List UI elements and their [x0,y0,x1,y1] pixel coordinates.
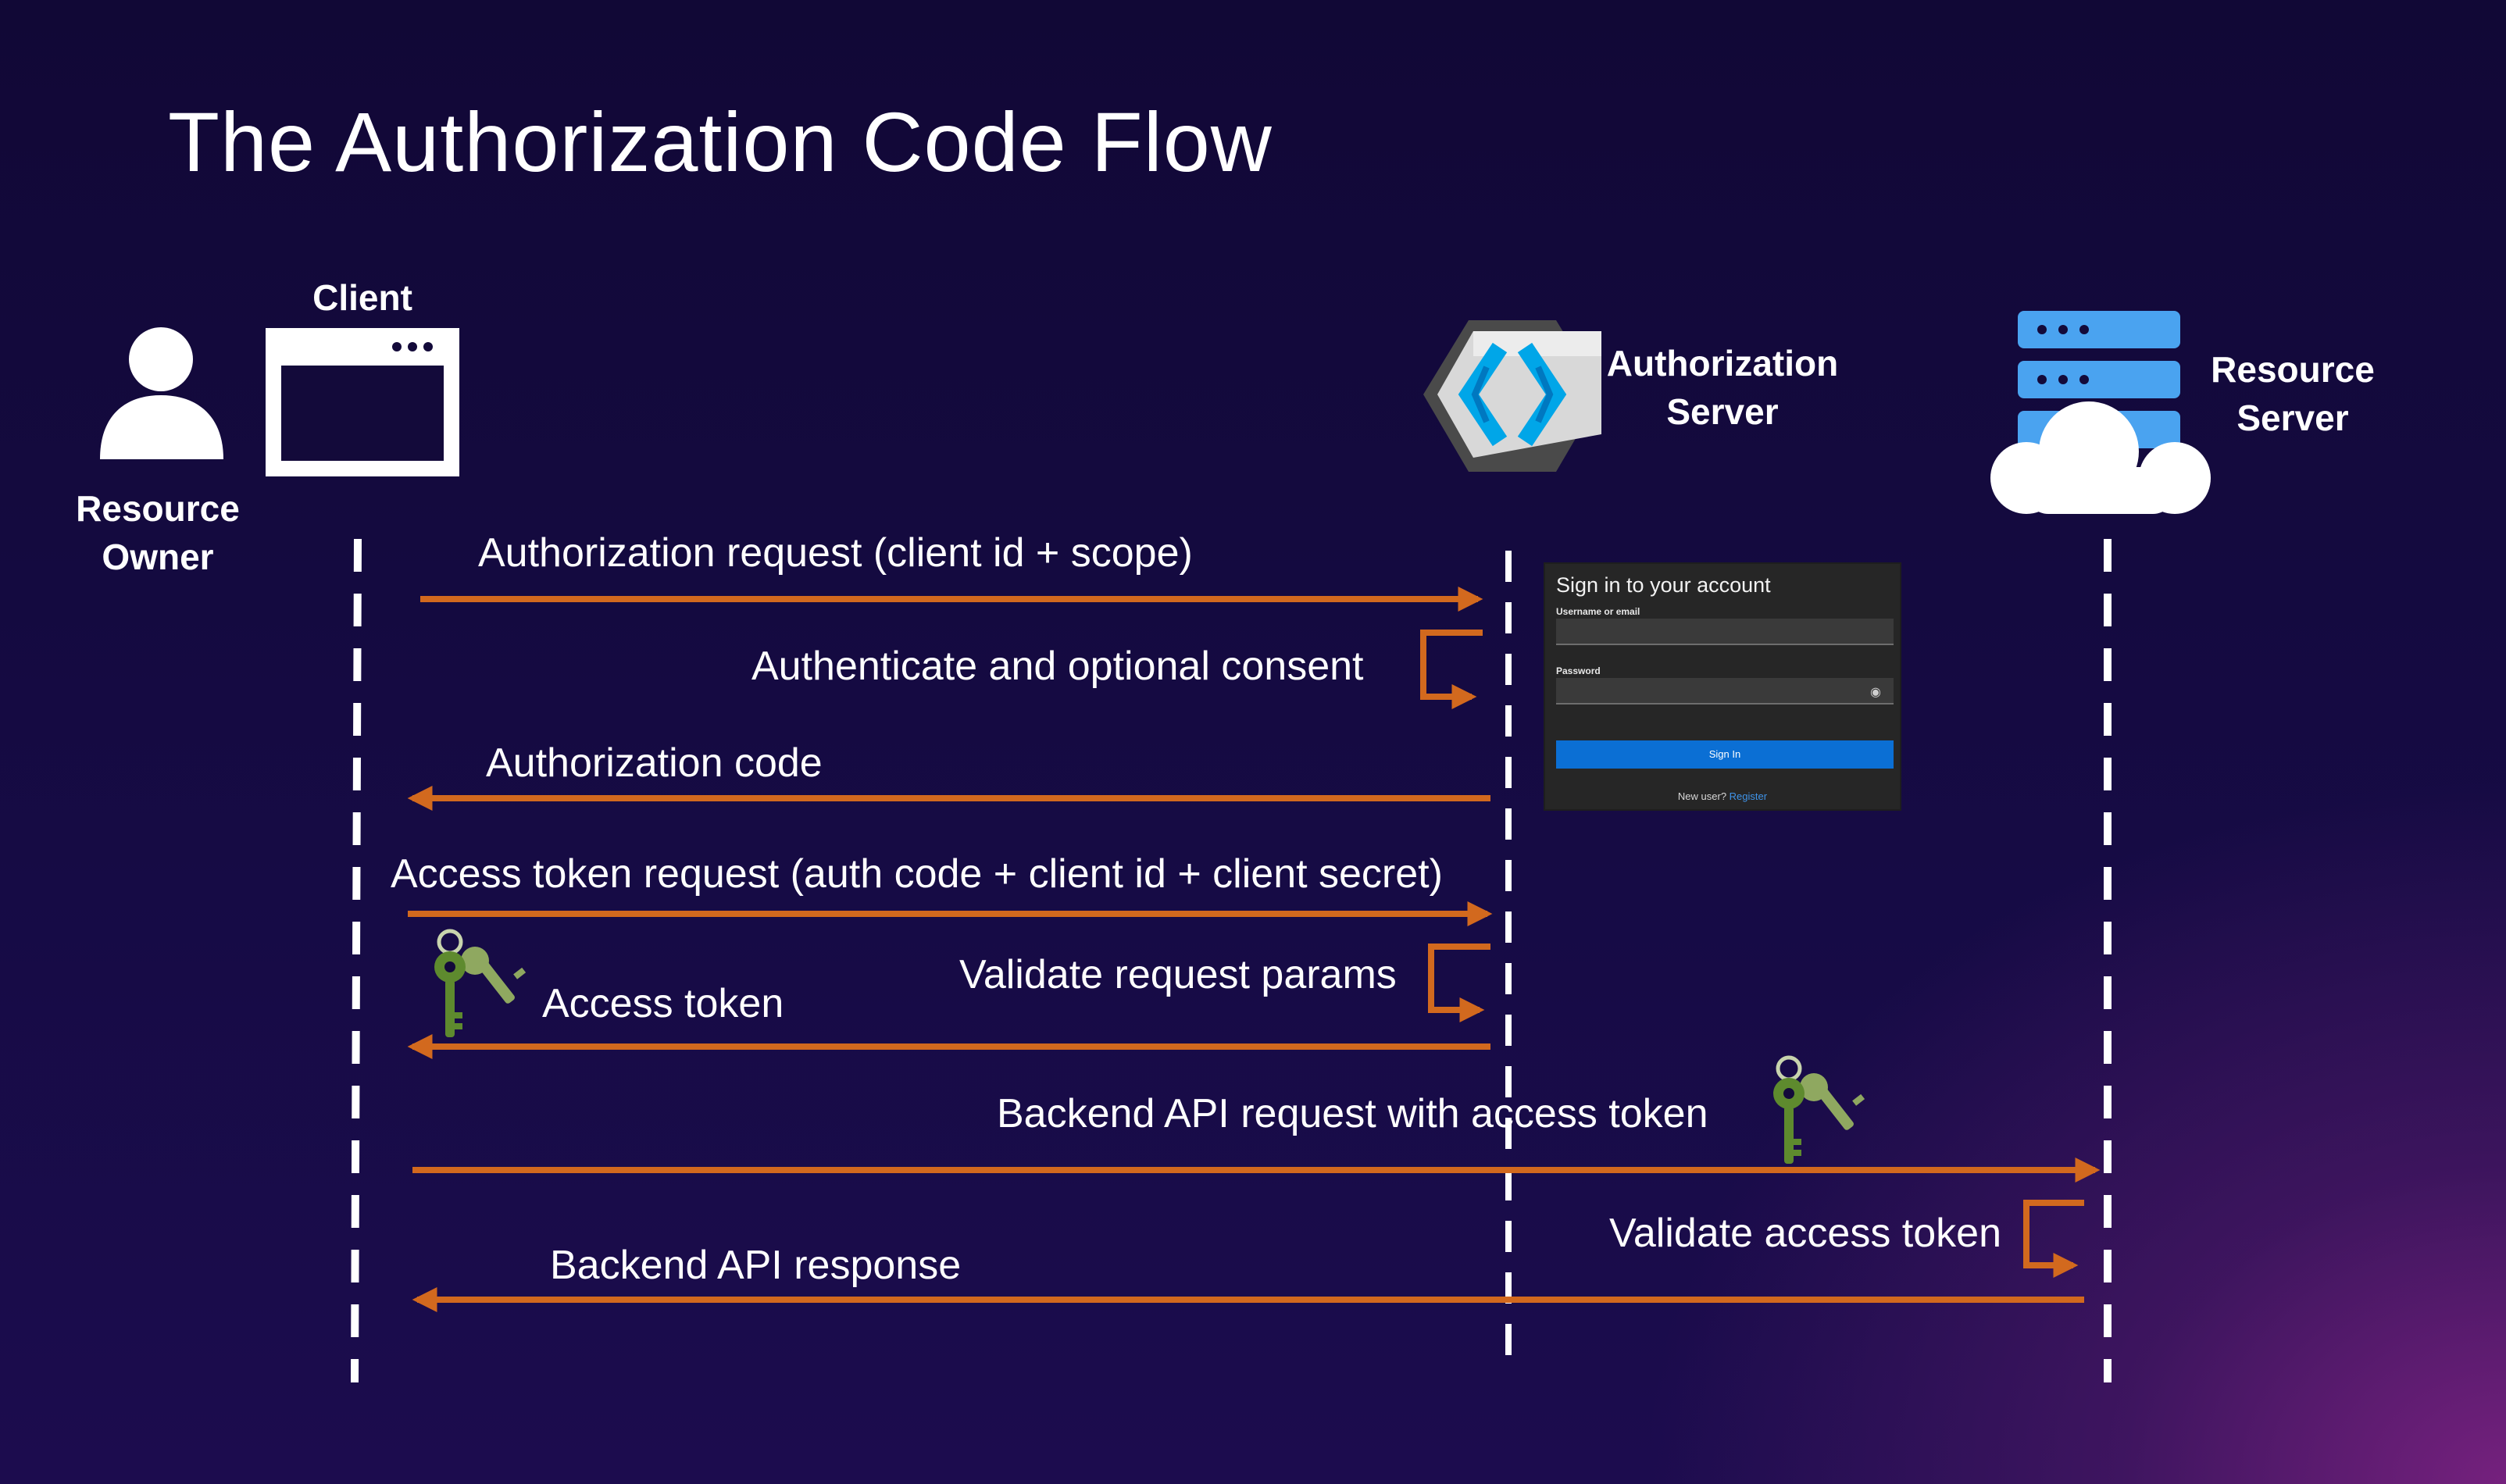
client-lifeline [351,538,362,1383]
validate-params-self-arrow [1428,944,1490,1022]
validate-params-label: Validate request params [959,952,1397,997]
resource-server-label-line2: Server [2236,398,2349,438]
auth-code-label: Authorization code [486,740,823,786]
authenticate-self-arrow [1420,630,1483,709]
authorization-server-label-line2: Server [1666,391,1779,432]
password-field [1556,678,1894,705]
validate-token-self-arrow [2023,1200,2084,1278]
browser-window-icon [266,328,459,476]
new-user-label: New user? [1677,790,1727,802]
authorization-server-logo-icon [1423,320,1601,472]
password-label: Password [1556,665,1601,676]
eye-icon: ◉ [1870,686,1881,699]
keys-icon [434,929,527,1037]
signin-heading: Sign in to your account [1556,573,1771,597]
resource-server-label-line1: Resource [2211,349,2375,390]
page-title: The Authorization Code Flow [168,95,1273,189]
signin-form-screenshot: Sign in to your account Username or emai… [1544,562,1901,811]
keys-icon-2 [1773,1055,1865,1164]
person-icon [100,327,223,459]
signin-button: Sign In [1556,740,1894,769]
api-response-label: Backend API response [550,1243,962,1288]
resource-owner-label-line1: Resource [76,488,240,529]
authenticate-label: Authenticate and optional consent [751,644,1364,689]
validate-token-label: Validate access token [1609,1211,2001,1256]
resource-owner-label-line2: Owner [102,537,214,577]
new-user-text: New user? Register [1545,790,1900,802]
auth-request-label: Authorization request (client id + scope… [478,530,1193,576]
resource-owner-label: Resource Owner [62,484,253,581]
authorization-server-label: Authorization Server [1594,339,1851,436]
api-request-label: Backend API request with access token [997,1091,1708,1136]
authorization-server-label-line1: Authorization [1606,343,1839,383]
server-cloud-icon [1990,311,2211,514]
register-link: Register [1729,790,1768,802]
token-request-label: Access token request (auth code + client… [391,851,1443,897]
access-token-label: Access token [542,981,784,1026]
username-field [1556,619,1894,645]
client-label: Client [312,277,412,318]
resource-server-label: Resource Server [2187,345,2398,442]
username-label: Username or email [1556,606,1640,617]
